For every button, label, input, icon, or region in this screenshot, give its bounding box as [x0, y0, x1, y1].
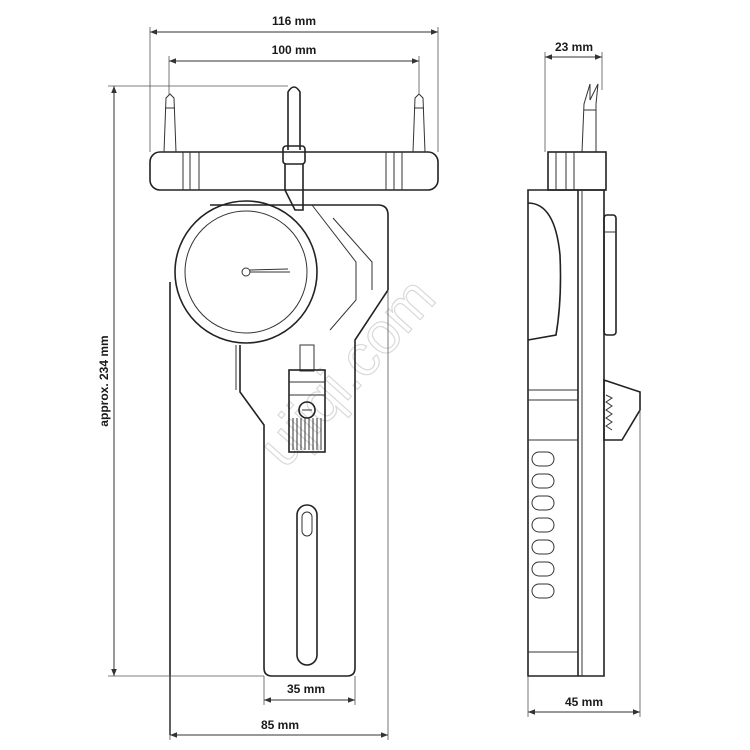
dim-label-slot-width: 35 mm — [287, 682, 325, 696]
side-hook — [547, 83, 607, 191]
dim-slot-width: 35 mm — [263, 676, 356, 705]
watermark: ujiqi.com — [246, 265, 447, 479]
cross-bar — [149, 151, 439, 191]
dim-label-height: approx. 234 mm — [97, 335, 111, 426]
adjuster-screw — [288, 344, 326, 453]
right-rod — [412, 93, 426, 153]
side-view — [527, 83, 641, 677]
side-body — [527, 189, 617, 677]
slot — [296, 504, 318, 666]
dim-label-overall-width: 116 mm — [272, 14, 316, 28]
dim-label-side-depth: 45 mm — [565, 695, 603, 709]
dial-gauge — [174, 200, 318, 344]
dim-label-body-width: 85 mm — [261, 718, 299, 732]
side-wheel — [603, 378, 641, 441]
main-body — [169, 204, 389, 735]
grip-ribs — [531, 451, 555, 599]
dim-label-rod-spacing: 100 mm — [272, 43, 317, 57]
left-rod — [163, 93, 177, 153]
front-view — [149, 86, 439, 735]
dim-side-top: 23 mm — [544, 40, 603, 152]
screw-knurl — [292, 418, 322, 450]
dim-side-depth: 45 mm — [527, 410, 641, 717]
dim-rod-spacing: 100 mm — [168, 43, 420, 95]
center-pin — [282, 86, 306, 211]
dim-overall-width: 116 mm — [149, 14, 439, 152]
dim-height: approx. 234 mm — [97, 85, 288, 677]
dim-body-width: 85 mm — [169, 290, 389, 740]
dim-label-side-top: 23 mm — [555, 40, 593, 54]
